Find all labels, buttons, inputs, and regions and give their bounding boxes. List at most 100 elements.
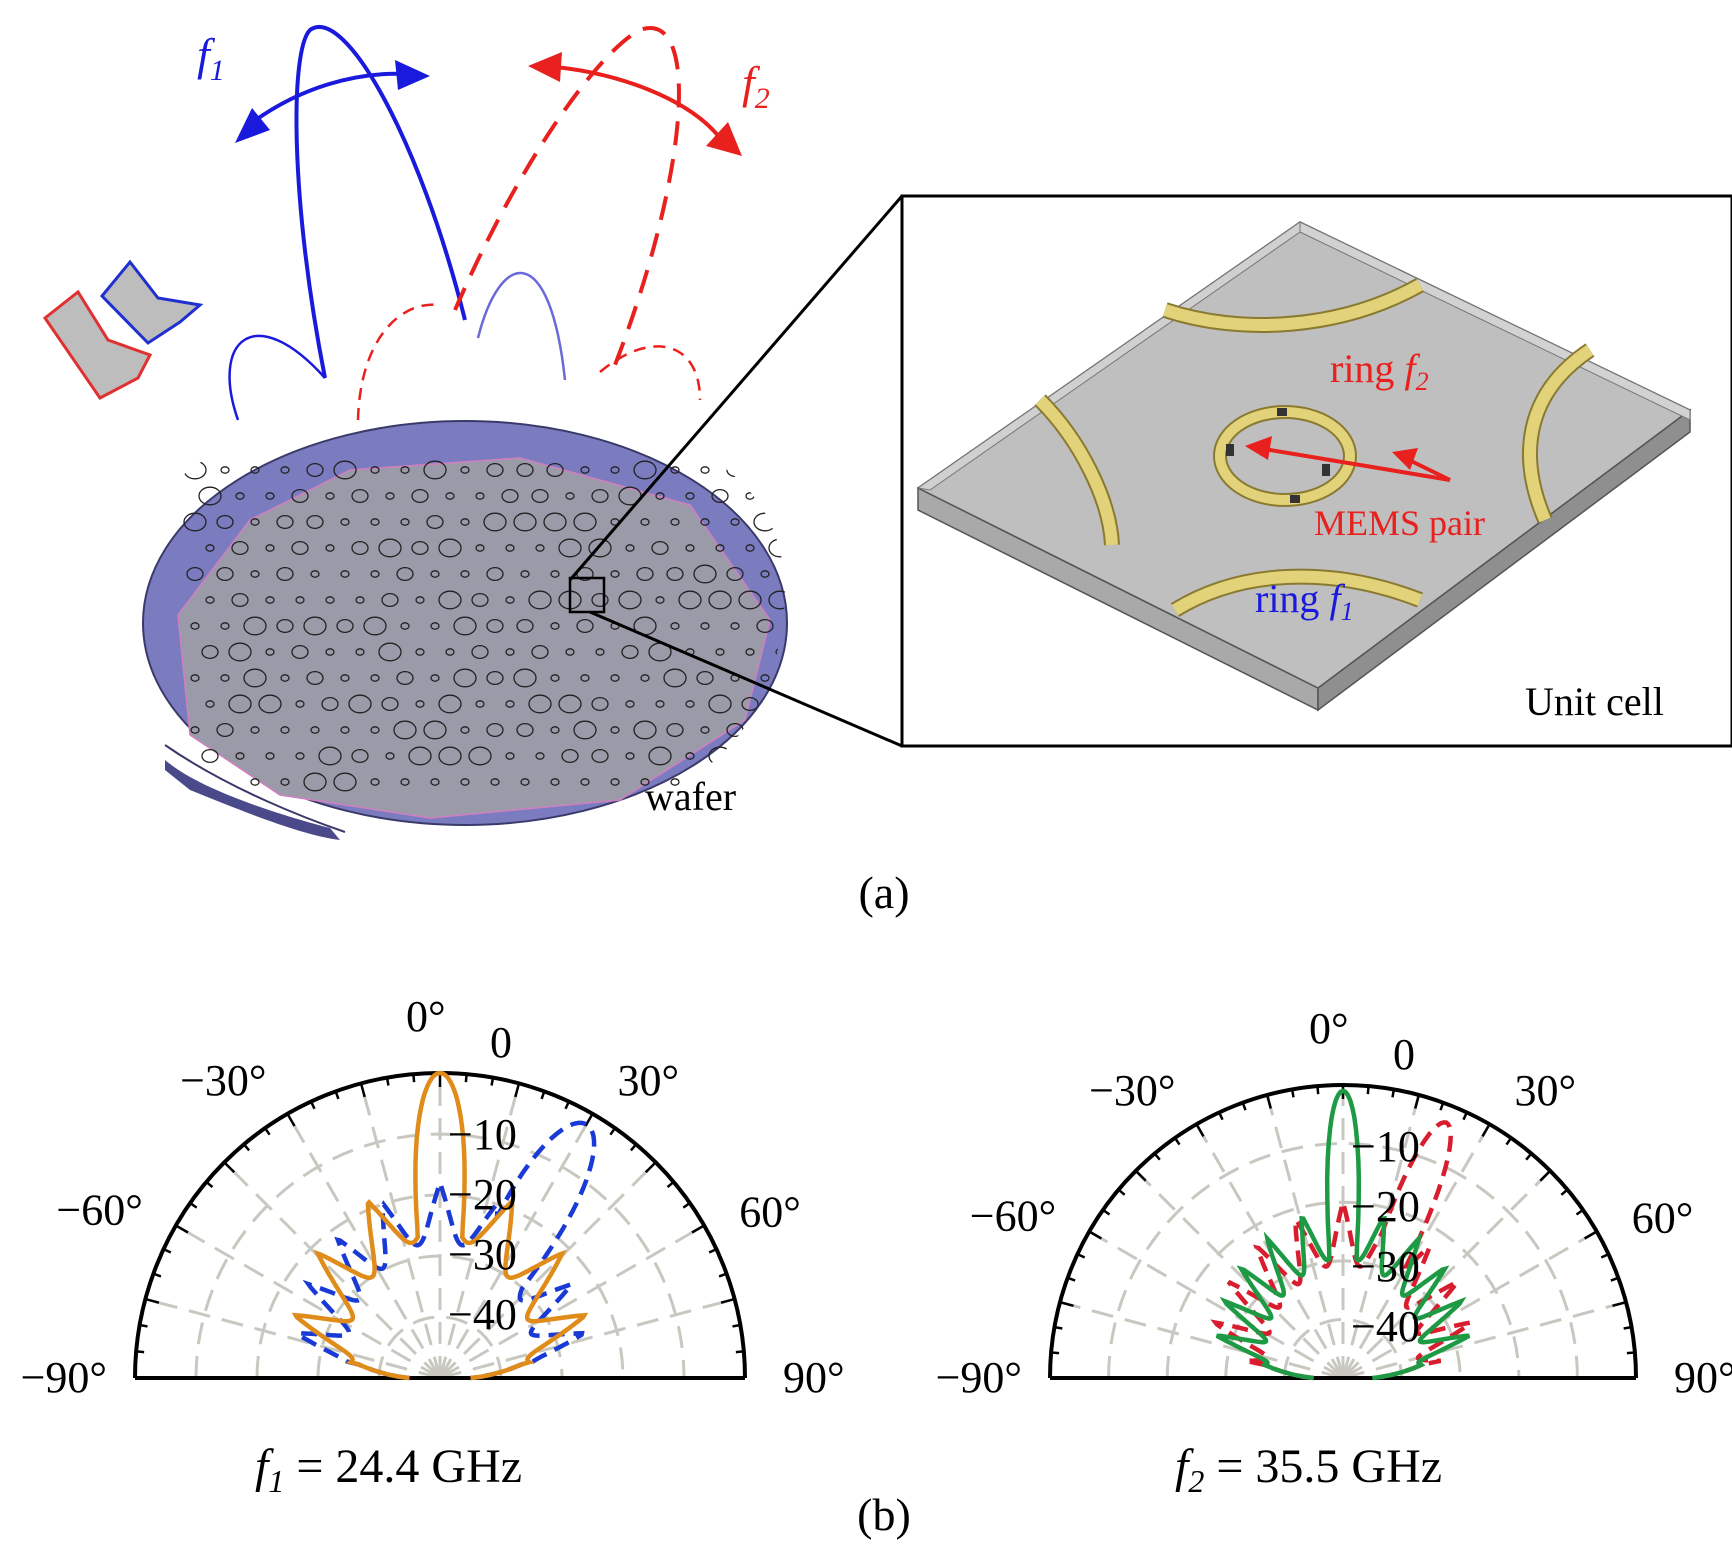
polar-tick	[1610, 1276, 1619, 1282]
polar-tick	[1439, 1102, 1445, 1111]
wafer-hole	[415, 596, 425, 604]
wafer-hole	[295, 752, 305, 760]
wafer-hole	[336, 618, 354, 634]
polar-radius-label: −40	[1351, 1302, 1420, 1351]
wafer-hole	[265, 544, 275, 552]
polar-grid-spoke	[438, 1113, 594, 1379]
wafer-hole	[415, 648, 425, 656]
wafer-hole	[250, 778, 260, 786]
wafer-hole	[276, 618, 294, 634]
polar-tick	[1539, 1169, 1552, 1182]
polar-frequency-caption: f1 = 24.4 GHz	[255, 1440, 522, 1499]
wafer-hole	[505, 544, 515, 552]
wafer-hole	[693, 564, 717, 584]
wafer-hole	[190, 674, 200, 682]
wafer-hole	[726, 566, 744, 582]
wafer-hole	[516, 618, 534, 634]
polar-angle-label: 90°	[1674, 1353, 1732, 1402]
wafer-hole	[651, 540, 669, 556]
polar-grid-spoke	[439, 1297, 735, 1380]
radiation-pattern-solid	[291, 1070, 589, 1381]
wafer-hole	[190, 726, 200, 734]
beam-f1-sidelobe-right	[476, 271, 567, 381]
polar-angle-label: 90°	[783, 1353, 845, 1402]
wafer-hole	[430, 622, 440, 630]
polar-tick	[223, 1161, 236, 1174]
ring-f2-label: ring f2	[1330, 346, 1429, 396]
unit-cell-panel: ring f2 MEMS pair ring f1 Unit cell	[900, 194, 1732, 748]
wafer-hole	[516, 722, 534, 738]
wafer-hole	[501, 488, 519, 504]
wafer-hole	[381, 592, 399, 608]
polar-angle-label: 60°	[1632, 1194, 1694, 1243]
polar-tick	[1612, 1300, 1627, 1307]
wafer-hole	[771, 696, 785, 712]
polar-tick	[205, 1180, 214, 1189]
wafer-hole	[640, 778, 650, 786]
wafer-hole	[618, 590, 642, 610]
wafer-hole	[325, 596, 335, 604]
wafer-hole	[438, 746, 462, 766]
wafer-hole	[486, 670, 504, 686]
polar-tick	[1059, 1300, 1074, 1307]
wafer-hole	[183, 460, 207, 480]
wafer-hole	[580, 778, 590, 786]
wafer-hole	[708, 746, 732, 766]
wafer-hole	[745, 648, 755, 656]
polar-tick	[1290, 1089, 1295, 1098]
polar-radius-label: −40	[448, 1290, 517, 1339]
wafer-hole	[190, 622, 200, 630]
polar-tick	[385, 1077, 390, 1086]
wafer-hole	[460, 570, 470, 578]
polar-tick	[1366, 1086, 1370, 1095]
wafer-hole	[370, 778, 380, 786]
wafer-hole	[303, 616, 327, 636]
wafer-hole	[745, 752, 755, 760]
wafer-hole	[243, 668, 267, 688]
mems-label: MEMS pair	[1314, 503, 1485, 543]
wafer-hole	[700, 622, 710, 630]
polar-tick	[1134, 1169, 1147, 1182]
polar-tick	[735, 1350, 744, 1354]
polar-tick	[682, 1202, 691, 1209]
polar-angle-label: −90°	[21, 1353, 107, 1402]
wafer-hole	[306, 514, 324, 530]
wafer-hole	[445, 492, 455, 500]
wafer-hole	[666, 722, 684, 738]
beam-f1-label: f1	[197, 29, 225, 87]
wafer-hole	[381, 696, 399, 712]
wafer-hole	[610, 726, 620, 734]
wafer-hole	[760, 726, 770, 734]
wafer-hole	[291, 644, 309, 660]
polar-tick	[1067, 1276, 1076, 1282]
polar-angle-label: −60°	[56, 1186, 142, 1235]
wafer-hole	[625, 700, 635, 708]
wafer-hole	[378, 642, 402, 662]
mems-arrowhead-2-icon	[1392, 448, 1418, 470]
wafer-hole	[370, 466, 380, 474]
wafer-hole	[468, 746, 492, 766]
wafer-hole	[708, 694, 732, 714]
wafer-hole	[396, 670, 414, 686]
wafer-hole	[460, 518, 470, 526]
wafer-hole	[310, 570, 320, 578]
wafer-hole	[201, 748, 219, 764]
ring-f1-arc-left-fill	[1035, 395, 1118, 546]
wafer-hole	[700, 466, 710, 474]
wafer-hole	[610, 466, 620, 474]
wafer-hole	[685, 700, 695, 708]
polar-radius-label: 0	[490, 1018, 512, 1067]
polar-tick	[1054, 1325, 1063, 1330]
wafer-hole	[580, 674, 590, 682]
wafer-hole	[235, 492, 245, 500]
wafer-hole	[486, 566, 504, 582]
polar-tick	[1076, 1253, 1086, 1259]
wafer-hole	[318, 746, 342, 766]
wafer-hole	[670, 518, 680, 526]
wafer-hole	[708, 590, 732, 610]
wafer-hole	[505, 700, 515, 708]
wafer-hole	[760, 570, 770, 578]
polar-angle-label: −60°	[970, 1192, 1056, 1241]
wafer-hole	[291, 488, 309, 504]
